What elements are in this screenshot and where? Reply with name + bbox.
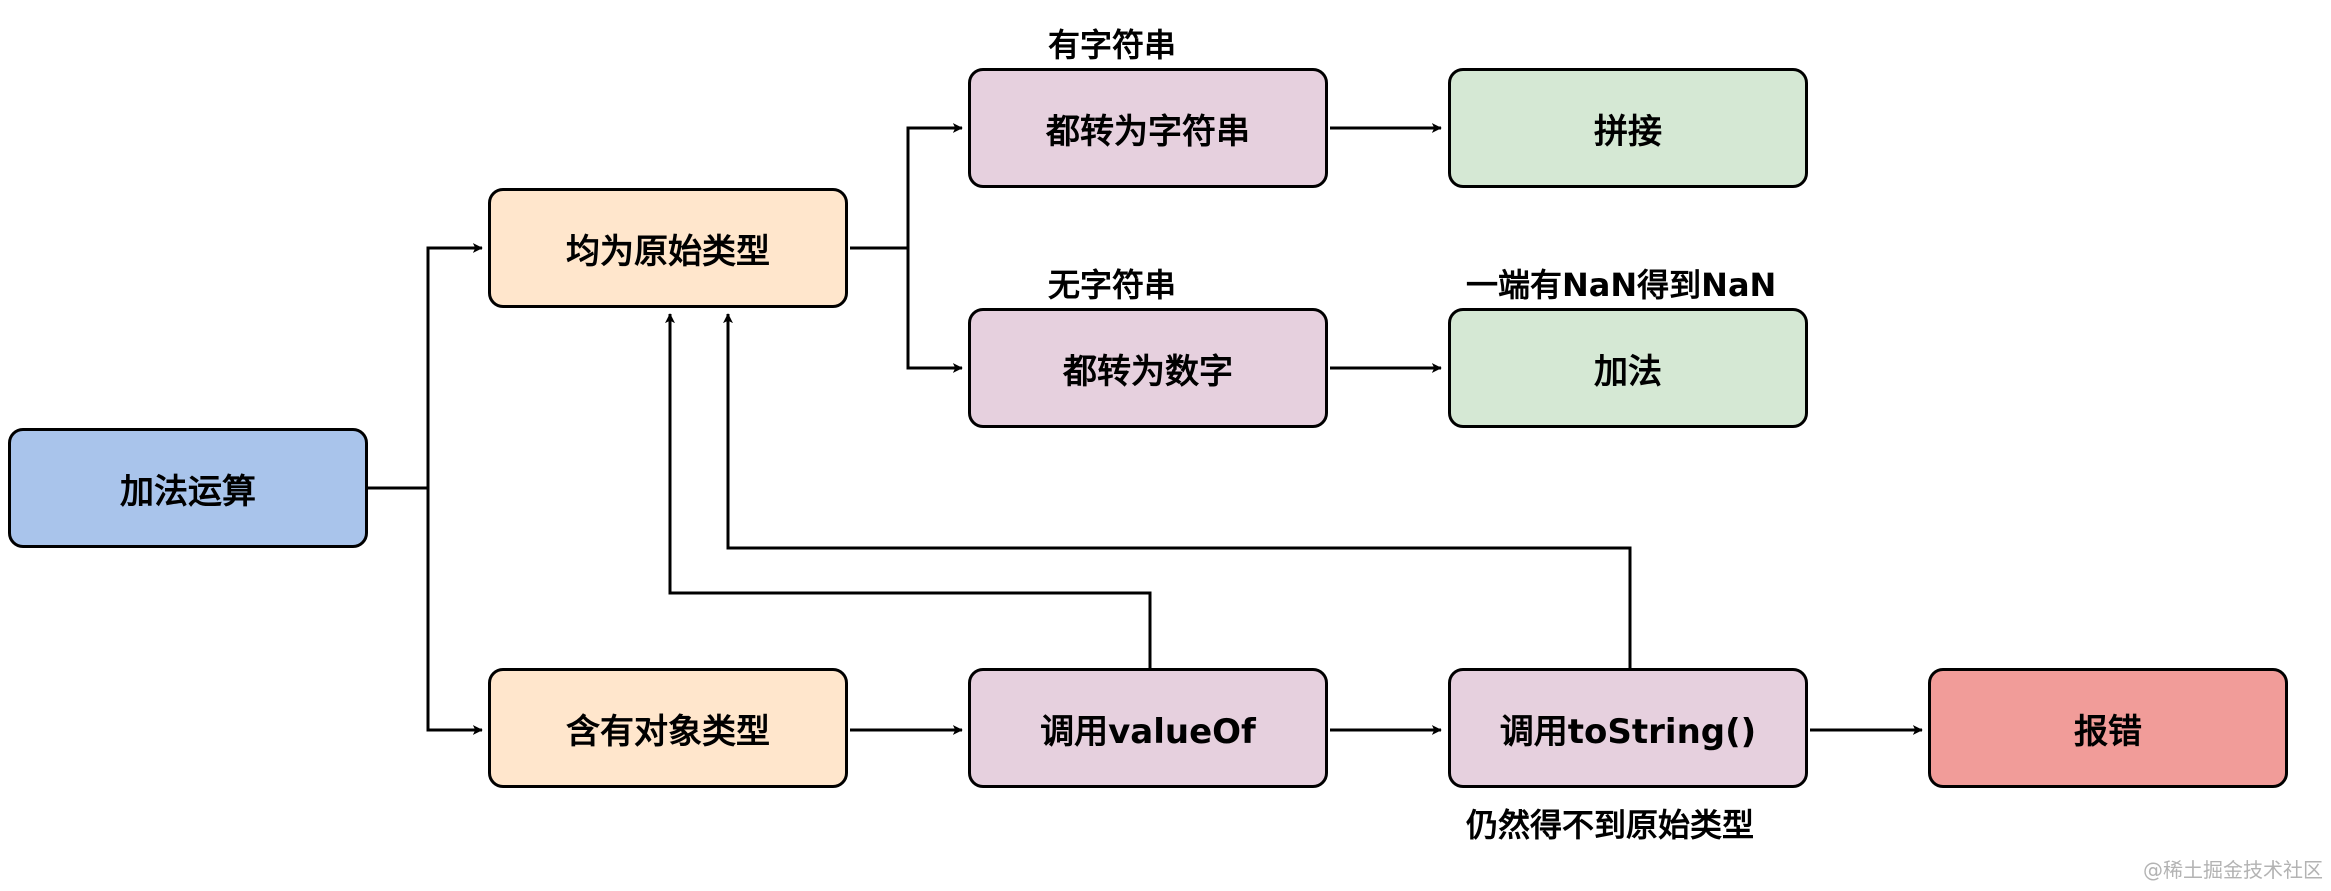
watermark: @稀土掘金技术社区 <box>2143 858 2323 882</box>
edge-add-to-primitive <box>368 243 483 490</box>
node-concat: 拼接 <box>1448 68 1808 188</box>
node-all-primitive-label: 均为原始类型 <box>566 231 770 272</box>
node-call-valueof: 调用valueOf <box>968 668 1328 788</box>
node-addition-label: 加法 <box>1594 351 1662 392</box>
node-add-operation-label: 加法运算 <box>120 471 256 512</box>
node-has-object: 含有对象类型 <box>488 668 848 788</box>
node-convert-to-string: 都转为字符串 <box>968 68 1328 188</box>
node-call-tostring-label: 调用toString() <box>1499 711 1757 752</box>
node-call-tostring: 调用toString() <box>1448 668 1808 788</box>
node-error-label: 报错 <box>2074 711 2142 752</box>
label-no-string: 无字符串 <box>1048 266 1177 304</box>
node-concat-label: 拼接 <box>1594 111 1662 152</box>
edge-tostring-back-to-primitive <box>723 313 1632 668</box>
label-has-string: 有字符串 <box>1048 26 1177 64</box>
label-still-not-primitive: 仍然得不到原始类型 <box>1466 806 1755 844</box>
node-addition: 加法 <box>1448 308 1808 428</box>
node-all-primitive: 均为原始类型 <box>488 188 848 308</box>
node-convert-to-string-label: 都转为字符串 <box>1046 111 1250 152</box>
edge-valueof-back-to-primitive <box>665 313 1152 668</box>
node-call-valueof-label: 调用valueOf <box>1040 711 1256 752</box>
node-has-object-label: 含有对象类型 <box>566 711 770 752</box>
edge-primitive-to-string <box>850 123 963 250</box>
node-convert-to-number: 都转为数字 <box>968 308 1328 428</box>
edge-primitive-to-number <box>906 248 963 373</box>
node-add-operation: 加法运算 <box>8 428 368 548</box>
node-convert-to-number-label: 都转为数字 <box>1063 351 1233 392</box>
label-nan-either: 一端有NaN得到NaN <box>1466 266 1777 304</box>
edge-add-to-object <box>426 488 483 735</box>
node-error: 报错 <box>1928 668 2288 788</box>
